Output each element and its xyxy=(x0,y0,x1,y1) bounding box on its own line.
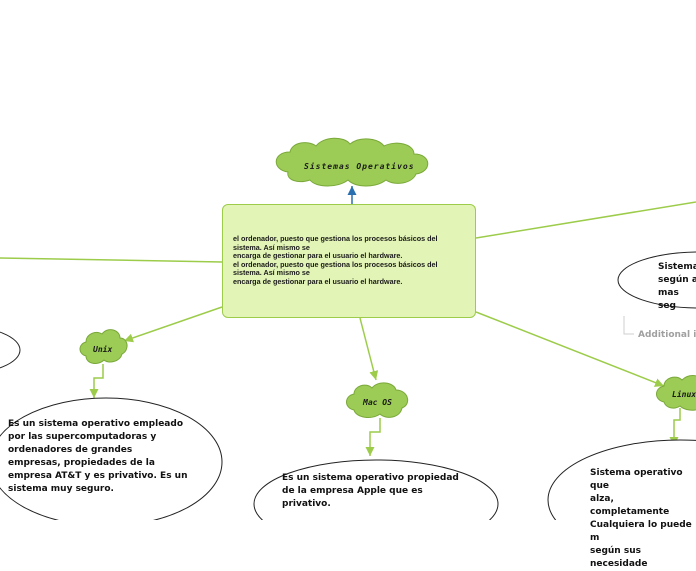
additional-info-label[interactable]: Additional i xyxy=(638,330,696,340)
central-text-2: el ordenador, puesto que gestiona los pr… xyxy=(233,261,465,287)
connector-macos-description xyxy=(370,418,380,456)
connector-additional xyxy=(624,316,634,334)
linux-description: Sistema operativo que alza, completament… xyxy=(590,467,696,571)
central-text-1: el ordenador, puesto que gestiona los pr… xyxy=(233,235,465,261)
macos-description: Es un sistema operativo propiedad de la … xyxy=(282,472,459,511)
connector-unix xyxy=(124,307,222,341)
unix-title: Unix xyxy=(93,345,112,354)
connector-linux xyxy=(476,312,664,386)
connector-right-top xyxy=(476,202,696,238)
left-offscreen-ellipse[interactable] xyxy=(0,326,20,374)
root-title: Sistemas Operativos xyxy=(304,162,415,171)
right-top-description: Sistema según a mas seg xyxy=(658,261,696,313)
connector-macos xyxy=(360,318,376,380)
linux-title: Linux xyxy=(672,390,696,399)
connector-left-offscreen xyxy=(0,258,222,262)
central-topic[interactable]: el ordenador, puesto que gestiona los pr… xyxy=(222,204,476,318)
connector-unix-description xyxy=(94,364,103,398)
macos-title: Mac OS xyxy=(363,398,392,407)
unix-description: Es un sistema operativo empleado por las… xyxy=(8,418,188,496)
